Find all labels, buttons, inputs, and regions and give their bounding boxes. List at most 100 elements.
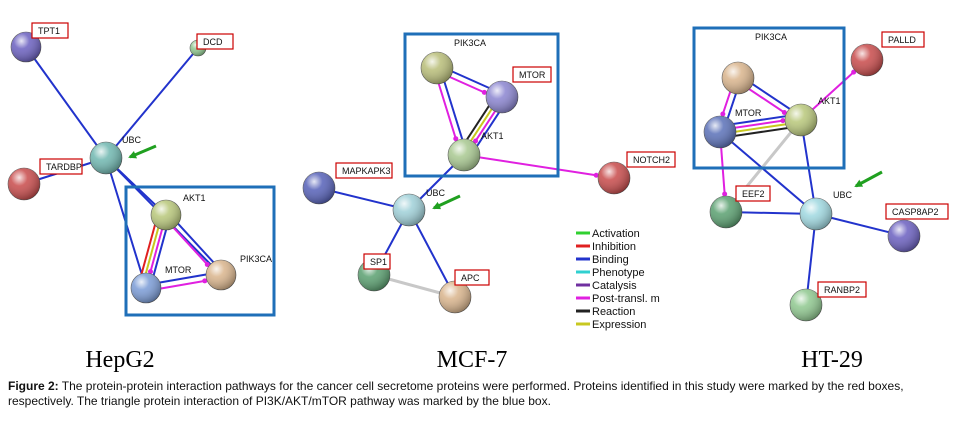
legend-label: Expression	[592, 319, 646, 331]
sphere-highlight	[206, 260, 236, 290]
protein-label: EEF2	[742, 189, 765, 199]
protein-label: SP1	[370, 257, 387, 267]
legend-label: Binding	[592, 254, 629, 266]
protein-label: PIK3CA	[240, 254, 272, 264]
sphere-highlight	[722, 62, 754, 94]
protein-node-sp1[interactable]: SP1	[357, 253, 391, 292]
protein-node-mapkapk3[interactable]: MAPKAPK3	[302, 162, 393, 205]
protein-node-pik3ca[interactable]: PIK3CA	[721, 32, 787, 95]
edge-ubc-apc-binding	[408, 209, 456, 298]
legend-label: Post-transl. m	[592, 293, 660, 305]
caption-text: The protein-protein interaction pathways…	[8, 379, 904, 408]
sphere-highlight	[448, 139, 480, 171]
protein-node-tardbp[interactable]: TARDBP	[7, 158, 83, 201]
protein-label: AKT1	[818, 96, 841, 106]
legend-label: Inhibition	[592, 241, 636, 253]
edge-endpoint-dot	[204, 261, 210, 267]
protein-label: PIK3CA	[755, 32, 787, 42]
protein-node-apc[interactable]: APC	[438, 269, 490, 314]
protein-label: PIK3CA	[454, 38, 486, 48]
edge-endpoint-dot	[453, 136, 459, 142]
edge-endpoint-dot	[780, 118, 786, 124]
panel-title: MCF-7	[437, 347, 508, 373]
legend-label: Phenotype	[592, 267, 645, 279]
sphere-highlight	[710, 196, 742, 228]
protein-node-pik3ca[interactable]: PIK3CA	[420, 38, 486, 85]
protein-node-ubc[interactable]: UBC	[799, 190, 853, 231]
protein-node-pik3ca[interactable]: PIK3CA	[205, 254, 272, 291]
identified-protein-box	[454, 269, 490, 286]
protein-node-notch2[interactable]: NOTCH2	[597, 151, 676, 195]
protein-label: DCD	[203, 37, 223, 47]
panel-title: HT-29	[801, 347, 863, 373]
sphere-highlight	[439, 281, 471, 313]
pointer-arrow-icon	[128, 144, 157, 159]
identified-protein-box	[335, 162, 393, 179]
sphere-highlight	[598, 162, 630, 194]
pointer-arrow-icon	[432, 194, 461, 210]
sphere-highlight	[800, 198, 832, 230]
protein-label: UBC	[833, 190, 853, 200]
identified-protein-box	[363, 253, 391, 270]
identified-protein-box	[817, 281, 867, 298]
sphere-highlight	[151, 200, 181, 230]
protein-node-eef2[interactable]: EEF2	[709, 185, 771, 229]
protein-node-mtor[interactable]: MTOR	[703, 108, 762, 149]
edge-dcd-ubc-binding	[105, 47, 199, 159]
sphere-highlight	[8, 168, 40, 200]
edge-tpt1-ubc-binding	[25, 46, 107, 159]
sphere-highlight	[393, 194, 425, 226]
protein-label: PALLD	[888, 35, 916, 45]
identified-protein-box	[735, 185, 771, 202]
sphere-highlight	[90, 142, 122, 174]
protein-node-ranbp2[interactable]: RANBP2	[789, 281, 867, 322]
legend-label: Activation	[592, 228, 640, 240]
pi3k-akt-mtor-pathway-box	[692, 26, 846, 170]
pointer-arrow-icon	[854, 170, 883, 188]
edge-endpoint-dot	[781, 110, 787, 116]
legend-item-inhibition: Inhibition	[576, 241, 636, 253]
legend-item-activation: Activation	[576, 228, 640, 240]
edge-endpoint-dot	[147, 269, 153, 275]
protein-node-akt1[interactable]: AKT1	[150, 193, 206, 231]
edge-mtor-ubc-binding	[719, 131, 817, 215]
edges	[318, 64, 615, 299]
pi3k-akt-mtor-pathway-box	[403, 32, 560, 178]
sphere-highlight	[785, 104, 817, 136]
protein-label: RANBP2	[824, 285, 860, 295]
legend-item-phenotype: Phenotype	[576, 267, 645, 279]
edge-endpoint-dot	[481, 89, 487, 95]
legend-item-expression: Expression	[576, 319, 646, 331]
protein-node-dcd[interactable]: DCD	[189, 33, 234, 57]
identified-protein-box	[881, 31, 925, 48]
identified-protein-box	[885, 203, 949, 220]
protein-label: UBC	[122, 135, 142, 145]
protein-node-casp8ap2[interactable]: CASP8AP2	[885, 203, 949, 253]
sphere-highlight	[486, 81, 518, 113]
sphere-highlight	[303, 172, 335, 204]
sphere-highlight	[851, 44, 883, 76]
protein-label: UBC	[426, 188, 446, 198]
protein-node-ubc[interactable]: UBC	[89, 135, 142, 175]
protein-node-tpt1[interactable]: TPT1	[10, 22, 69, 63]
protein-node-mtor[interactable]: MTOR	[485, 66, 552, 114]
legend: ActivationInhibitionBindingPhenotypeCata…	[576, 228, 660, 331]
protein-label: AKT1	[183, 193, 206, 203]
protein-node-palld[interactable]: PALLD	[850, 31, 925, 77]
legend-item-post-transl-m: Post-transl. m	[576, 293, 660, 305]
legend-label: Catalysis	[592, 280, 637, 292]
protein-label: APC	[461, 273, 480, 283]
edge-endpoint-dot	[593, 172, 599, 178]
protein-node-mtor[interactable]: MTOR	[130, 265, 192, 304]
protein-node-akt1[interactable]: AKT1	[784, 96, 841, 137]
identified-protein-box	[512, 66, 552, 83]
sphere-highlight	[790, 289, 822, 321]
protein-node-akt1[interactable]: AKT1	[447, 131, 504, 172]
caption-label: Figure 2:	[8, 379, 59, 393]
protein-label: MTOR	[165, 265, 192, 275]
sphere-highlight	[11, 32, 41, 62]
protein-node-ubc[interactable]: UBC	[392, 188, 446, 227]
